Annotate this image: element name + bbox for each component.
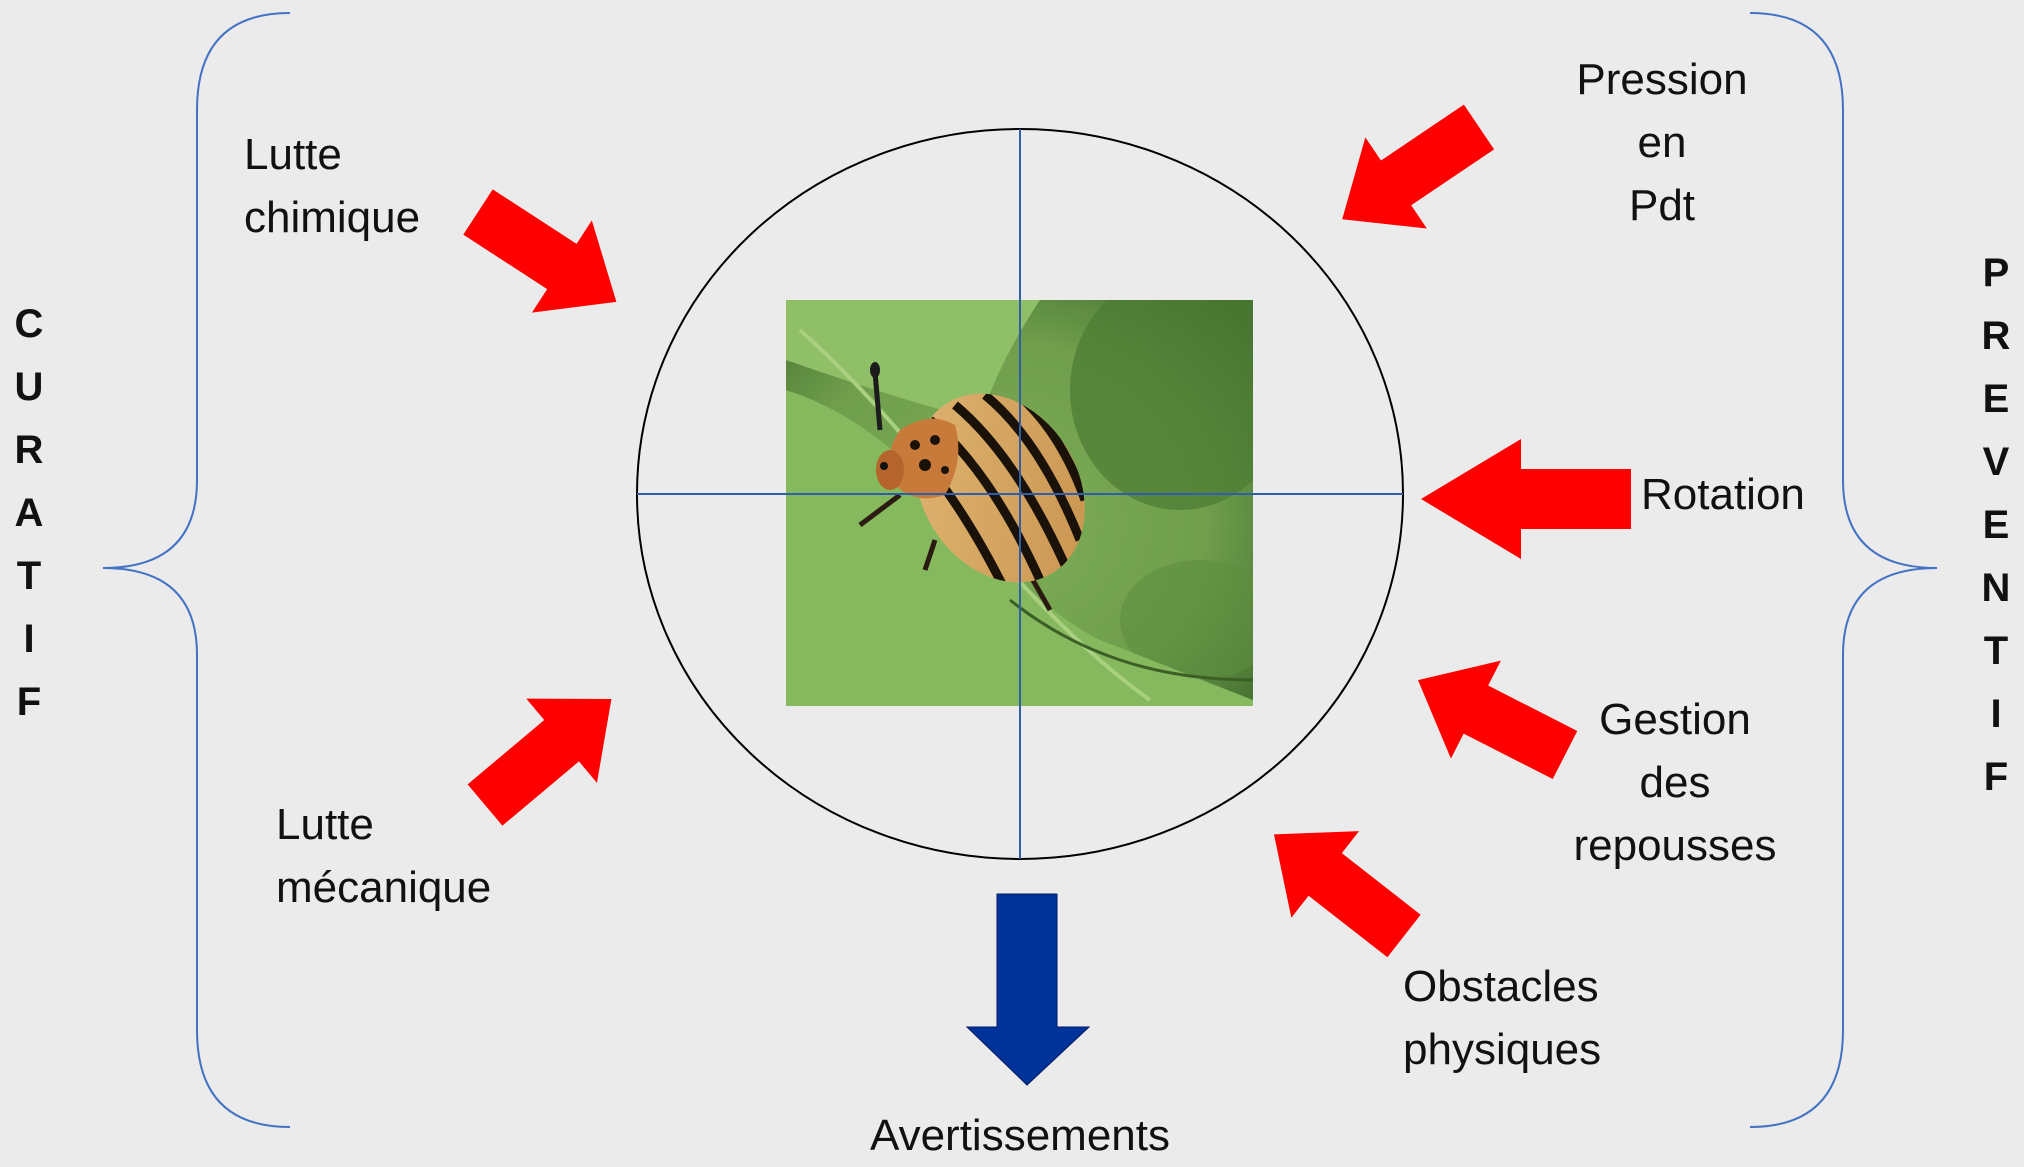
- vertical-letter: E: [1976, 368, 2016, 431]
- vertical-letter: C: [9, 293, 49, 356]
- arrow-rotation: [1421, 439, 1631, 559]
- label-line: Lutte: [276, 793, 491, 856]
- label-line: Gestion: [1555, 688, 1795, 751]
- label-line: mécanique: [276, 856, 491, 919]
- arrow-obstacles: [1240, 791, 1438, 979]
- label-line: chimique: [244, 186, 420, 249]
- label-line: Obstacles: [1403, 955, 1601, 1018]
- vertical-letter: A: [9, 482, 49, 545]
- vertical-letter: V: [1976, 431, 2016, 494]
- label-line: des: [1555, 751, 1795, 814]
- label-rotation: Rotation: [1641, 463, 1805, 526]
- label-line: Avertissements: [820, 1104, 1220, 1167]
- label-line: repousses: [1555, 814, 1795, 877]
- vertical-letter: R: [9, 419, 49, 482]
- arrow-pression: [1311, 81, 1509, 264]
- vertical-letter: I: [1976, 683, 2016, 746]
- label-line: Rotation: [1641, 463, 1805, 526]
- label-line: physiques: [1403, 1018, 1601, 1081]
- arrow-lutte-chimique: [448, 166, 646, 348]
- label-line: Pdt: [1562, 174, 1762, 237]
- label-lutte-mecanique: Lutte mécanique: [276, 793, 491, 919]
- vertical-letter: R: [1976, 305, 2016, 368]
- vertical-letter: T: [1976, 620, 2016, 683]
- beetle-photo: [786, 270, 1290, 706]
- label-line: en: [1562, 111, 1762, 174]
- vertical-letter: N: [1976, 557, 2016, 620]
- label-pression: Pression en Pdt: [1562, 48, 1762, 237]
- vertical-letter: P: [1976, 242, 2016, 305]
- vertical-letter: E: [1976, 494, 2016, 557]
- label-line: Lutte: [244, 123, 420, 186]
- vertical-letter: F: [9, 671, 49, 734]
- label-avertissements: Avertissements: [820, 1104, 1220, 1167]
- label-line: Pression: [1562, 48, 1762, 111]
- label-gestion: Gestion des repousses: [1555, 688, 1795, 877]
- arrow-avertissements: [967, 894, 1089, 1085]
- vertical-letter: T: [9, 545, 49, 608]
- right-brace: [1750, 13, 1937, 1127]
- label-lutte-chimique: Lutte chimique: [244, 123, 420, 249]
- vertical-letter: I: [9, 608, 49, 671]
- vertical-letter: F: [1976, 746, 2016, 809]
- label-obstacles: Obstacles physiques: [1403, 955, 1601, 1081]
- vertical-letter: U: [9, 356, 49, 419]
